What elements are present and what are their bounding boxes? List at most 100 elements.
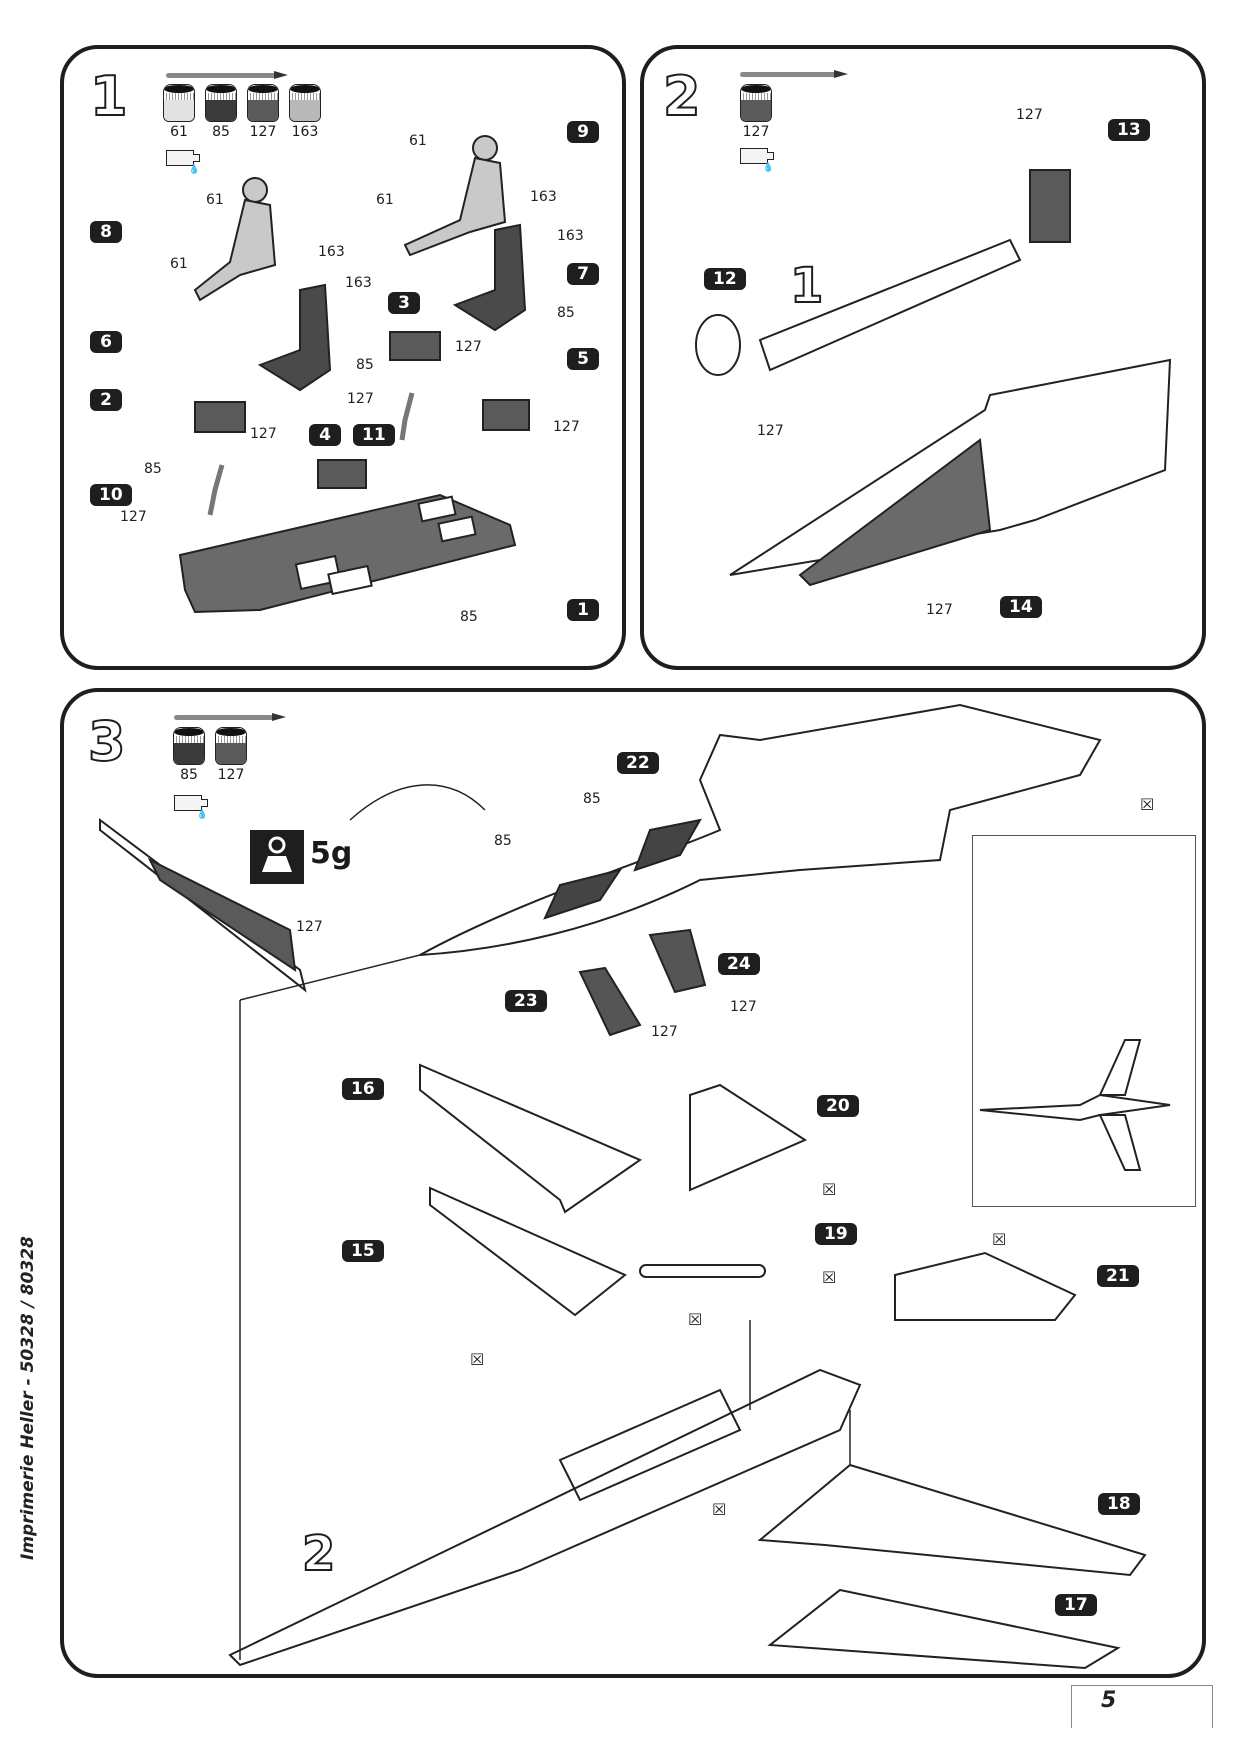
color-callout: 61 (206, 192, 224, 208)
color-callout: 127 (926, 602, 953, 618)
part-tag-11: 11 (353, 424, 395, 446)
paint-jar: 127 (215, 727, 247, 783)
step-2-paint-legend: 127 (740, 84, 772, 140)
paint-code: 163 (291, 124, 319, 140)
console-part-3 (389, 331, 441, 361)
ejection-seat-part-7 (452, 223, 527, 332)
console-part-4 (317, 459, 367, 489)
paint-code: 127 (217, 767, 245, 783)
color-callout: 85 (356, 357, 374, 373)
paint-jar: 127 (247, 84, 279, 140)
color-callout: 85 (583, 791, 601, 807)
wing-lower-part-15 (429, 1186, 627, 1317)
part-tag-23: 23 (505, 990, 547, 1012)
part-tag-14: 14 (1000, 596, 1042, 618)
paint-brush-icon (174, 713, 286, 721)
fin-part-21 (894, 1251, 1077, 1321)
part-tag-1: 1 (567, 599, 599, 621)
color-callout: 163 (557, 228, 584, 244)
weight-icon (250, 830, 304, 884)
part-tag-12: 12 (704, 268, 746, 290)
printer-credit: Imprimerie Heller - 50328 / 80328 (18, 1236, 38, 1560)
bulkhead-part-24 (648, 928, 707, 994)
part-tag-13: 13 (1108, 119, 1150, 141)
part-tag-21: 21 (1097, 1265, 1139, 1287)
pilot-figure-part-9 (403, 156, 507, 257)
part-tag-20: 20 (817, 1095, 859, 1117)
paint-jar: 85 (173, 727, 205, 783)
color-callout: 61 (376, 192, 394, 208)
part-tag-17: 17 (1055, 1594, 1097, 1616)
cockpit-tub-assembly (758, 238, 1022, 372)
color-callout: 127 (347, 391, 374, 407)
step-number-1: 1 (89, 65, 129, 128)
step-number-3: 3 (87, 710, 127, 773)
page-number: 5 (1101, 1688, 1117, 1713)
wing-upper-part-16 (419, 1063, 643, 1214)
part-tag-24: 24 (718, 953, 760, 975)
lower-fuselage-assembly (228, 1368, 862, 1667)
no-glue-icon: ☒ (470, 1350, 485, 1369)
control-stick-part-11 (399, 392, 415, 441)
instrument-panel-part-12 (695, 314, 741, 376)
paint-jar: 163 (289, 84, 321, 140)
detail-inset (972, 835, 1196, 1207)
color-callout: 85 (144, 461, 162, 477)
fin-part-20 (689, 1083, 808, 1192)
wing-upper-part-18 (757, 1463, 1147, 1577)
color-callout: 163 (318, 244, 345, 260)
glue-tube-icon: 💧 (740, 148, 774, 173)
color-callout: 61 (170, 256, 188, 272)
glue-tube-icon: 💧 (174, 795, 208, 820)
step-number-2: 2 (662, 65, 702, 128)
paint-brush-icon (166, 71, 288, 79)
color-callout: 127 (730, 999, 757, 1015)
pilot-figure-part-8 (193, 198, 277, 302)
ballast-weight: 5g (310, 836, 353, 871)
paint-code: 127 (742, 124, 770, 140)
color-callout: 127 (120, 509, 147, 525)
glue-tube-icon: 💧 (166, 150, 200, 175)
page-number-box (1071, 1685, 1213, 1728)
console-part-2 (194, 401, 246, 433)
part-tag-19: 19 (815, 1223, 857, 1245)
step-3-paint-legend: 85 127 (173, 727, 247, 783)
paint-jar: 85 (205, 84, 237, 140)
color-callout: 127 (296, 919, 323, 935)
sub-assembly-ref-1: 1 (789, 258, 824, 314)
color-callout: 85 (460, 609, 478, 625)
color-callout: 127 (651, 1024, 678, 1040)
color-callout: 85 (557, 305, 575, 321)
no-glue-icon: ☒ (712, 1500, 727, 1519)
sub-assembly-ref-2: 2 (301, 1526, 336, 1582)
part-tag-3: 3 (388, 292, 420, 314)
part-tag-6: 6 (90, 331, 122, 353)
color-callout: 127 (757, 423, 784, 439)
no-glue-icon: ☒ (822, 1268, 837, 1287)
part-tag-5: 5 (567, 348, 599, 370)
ejection-seat-part-6 (257, 283, 332, 392)
part-tag-7: 7 (567, 263, 599, 285)
no-glue-icon: ☒ (688, 1310, 703, 1329)
step-1-paint-legend: 61 85 127 163 (163, 84, 321, 140)
color-callout: 127 (455, 339, 482, 355)
bulkhead-part-13 (1029, 169, 1071, 243)
part-tag-22: 22 (617, 752, 659, 774)
bulkhead-part-23 (578, 966, 642, 1037)
color-callout: 163 (345, 275, 372, 291)
color-callout: 61 (409, 133, 427, 149)
color-callout: 85 (494, 833, 512, 849)
console-part-5 (482, 399, 530, 431)
part-tag-15: 15 (342, 1240, 384, 1262)
paint-code: 127 (249, 124, 277, 140)
paint-code: 85 (180, 767, 198, 783)
paint-jar: 61 (163, 84, 195, 140)
color-callout: 127 (250, 426, 277, 442)
part-tag-18: 18 (1098, 1493, 1140, 1515)
color-callout: 127 (553, 419, 580, 435)
paint-brush-icon (740, 70, 848, 78)
control-stick-part-10 (207, 464, 225, 516)
linkage-part-19 (639, 1264, 766, 1278)
no-glue-icon: ☒ (992, 1230, 1007, 1249)
